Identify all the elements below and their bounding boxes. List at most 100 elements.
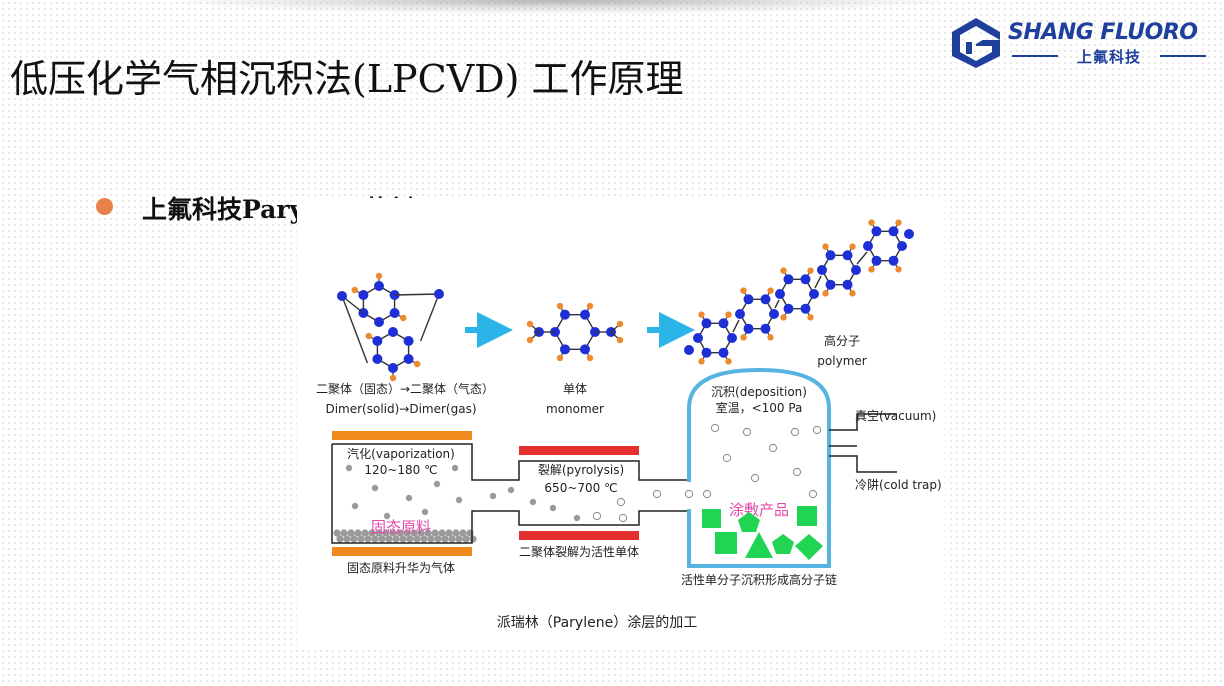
product-pentagon — [772, 534, 794, 554]
carbon-atom — [871, 226, 882, 237]
hydrogen-atom — [556, 302, 564, 310]
carbon-atom — [904, 229, 914, 239]
monomer-particle — [616, 497, 626, 507]
monomer-particle — [812, 425, 822, 435]
process-tube-outline — [331, 443, 689, 544]
carbon-atom — [800, 303, 811, 314]
solid-particle — [364, 535, 372, 543]
monomer-particle — [722, 453, 732, 463]
logo-cn-row: 上氟科技 — [1012, 46, 1206, 66]
hydrogen-atom — [698, 358, 705, 365]
carbon-atom — [888, 255, 899, 266]
carbon-atom — [358, 290, 369, 300]
product-diamond — [795, 534, 823, 560]
solid-particle — [410, 529, 418, 537]
hydrogen-atom — [780, 267, 787, 274]
solid-particle — [427, 535, 435, 543]
hydrogen-atom — [586, 354, 594, 362]
carbon-atom — [560, 344, 570, 355]
carbon-atom — [337, 291, 347, 301]
carbon-atom — [842, 250, 853, 261]
solid-particle — [424, 529, 432, 537]
carbon-atom — [389, 290, 400, 300]
bond — [732, 319, 740, 333]
monomer-label-en: monomer — [546, 402, 604, 416]
polymer-label-en: polymer — [817, 354, 866, 368]
bond — [814, 275, 822, 289]
logo-line-left — [1012, 55, 1058, 57]
hydrogen-atom — [414, 360, 421, 368]
pyrolysis-temp: 650~700 ℃ — [544, 481, 617, 495]
solid-particle — [462, 535, 470, 543]
carbon-atom — [897, 241, 907, 251]
carbon-atom — [809, 289, 819, 299]
deposition-condition: 室温，<100 Pa — [716, 400, 803, 415]
monomer-molecule — [526, 302, 624, 362]
hydrogen-atom — [849, 290, 856, 297]
monomer-particle — [790, 427, 800, 437]
gas-particle — [455, 496, 463, 504]
solid-particle — [389, 529, 397, 537]
product-square — [715, 532, 737, 554]
carbon-atom — [825, 279, 836, 290]
hydrogen-atom — [616, 320, 624, 328]
bond — [856, 251, 868, 265]
pyrolysis-heater-top — [519, 446, 639, 455]
hydrogen-atom — [868, 219, 875, 226]
carbon-atom — [718, 318, 729, 329]
hydrogen-atom — [780, 314, 787, 321]
diagram-caption: 派瑞林（Parylene）涂层的加工 — [497, 615, 697, 631]
carbon-atom — [769, 309, 779, 319]
hydrogen-atom — [740, 334, 747, 341]
logo-name-cn: 上氟科技 — [1076, 48, 1141, 66]
coated-product-label: 涂敷产品 — [729, 501, 789, 519]
polymer-molecule — [684, 219, 914, 365]
carbon-atom — [775, 289, 785, 299]
logo-line-right — [1160, 55, 1206, 57]
solid-particle — [455, 535, 463, 543]
coated-products — [702, 506, 823, 560]
cold-trap-outlet-pipe — [829, 455, 897, 473]
gas-particle — [433, 480, 441, 488]
lpcvd-process-diagram: 二聚体（固态）→二聚体（气态） Dimer(solid)→Dimer(gas) … — [297, 198, 945, 646]
solid-particle — [392, 535, 400, 543]
hydrogen-atom — [895, 266, 902, 273]
gas-particle — [405, 494, 413, 502]
hydrogen-atom — [526, 320, 534, 328]
carbon-atom — [825, 250, 836, 261]
solid-particle — [385, 535, 393, 543]
solid-material-label: 固态原料 — [371, 518, 431, 536]
solid-particle — [361, 529, 369, 537]
hydrogen-atom — [375, 272, 383, 280]
carbon-atom — [783, 274, 794, 285]
carbon-atom — [374, 281, 384, 291]
monomer-particle — [684, 489, 694, 499]
hydrogen-atom — [740, 287, 747, 294]
product-pentagon — [738, 512, 760, 532]
carbon-atom — [888, 226, 899, 237]
carbon-atom — [403, 354, 414, 364]
solid-particle — [413, 535, 421, 543]
carbon-atom — [701, 318, 712, 329]
monomer-particle — [618, 513, 628, 523]
gas-particle — [371, 484, 379, 492]
logo-name-en: SHANG FLUORO — [1008, 20, 1198, 45]
solid-particle — [378, 535, 386, 543]
vaporization-temp: 120~180 ℃ — [364, 463, 437, 477]
gas-particle — [351, 502, 359, 510]
monomer-particle — [808, 489, 818, 499]
solid-particle — [357, 535, 365, 543]
solid-particle — [336, 535, 344, 543]
carbon-atom — [560, 309, 570, 320]
gas-particle — [421, 508, 429, 516]
carbon-atom — [684, 345, 694, 355]
solid-particle — [333, 529, 341, 537]
gas-particle — [549, 504, 557, 512]
hydrogen-atom — [351, 286, 358, 294]
gas-particle — [345, 464, 353, 472]
carbon-atom — [871, 255, 882, 266]
deposition-label: 沉积(deposition) — [711, 385, 807, 399]
company-logo: SHANG FLUORO 上氟科技 — [952, 18, 1212, 68]
bond — [774, 299, 780, 309]
pyrolysis-label: 裂解(pyrolysis) — [538, 463, 624, 477]
